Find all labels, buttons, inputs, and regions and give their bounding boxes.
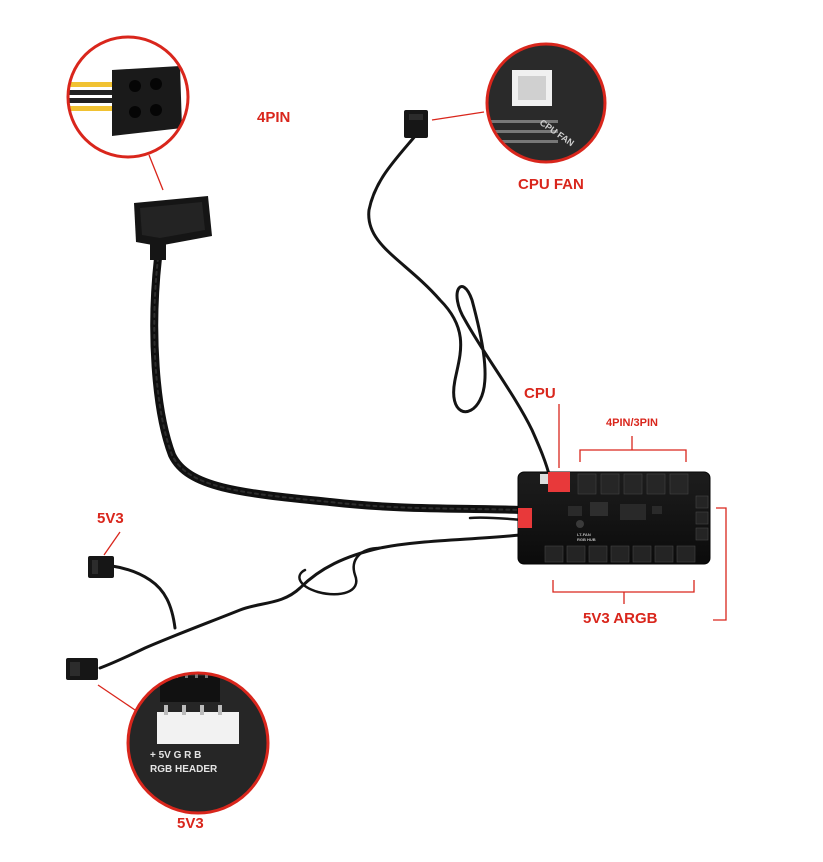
argb-connector-top [88, 556, 114, 578]
molex-cable [150, 254, 524, 514]
hub-board: LT-FAN RGB HUB [517, 471, 711, 565]
cpu-fan-label: CPU FAN [518, 176, 584, 193]
cpu-input-header [548, 472, 570, 492]
molex-cable-sleeve [153, 257, 521, 511]
argb-headers-bottom [544, 545, 696, 563]
argb-cable-main [98, 533, 522, 670]
cables [98, 133, 552, 670]
argb-cable-top-label: 5V3 [97, 510, 124, 527]
molex-connector [134, 196, 212, 260]
argb-cable-loop [298, 546, 382, 596]
argb-ports-label: 5V3 ARGB [583, 610, 658, 627]
rgb-header-inset: + 5V G R B RGB HEADER [126, 671, 270, 815]
svg-text:RGB HUB: RGB HUB [577, 537, 596, 542]
cpu-label: CPU [524, 385, 556, 402]
cpu-fan-inset: CPU FAN [485, 42, 607, 164]
argb-connector-bottom [66, 658, 98, 680]
cpu-fan-connector [404, 110, 428, 138]
molex-inset [66, 35, 190, 159]
svg-text:LT-FAN: LT-FAN [577, 532, 591, 537]
fan-ports-label: 4PIN/3PIN [606, 417, 658, 429]
argb-splitter-branch [110, 564, 177, 630]
fan-headers-top [577, 473, 689, 495]
rgb-pins-silkscreen: + 5V G R B [150, 750, 201, 761]
argb-headers-right [695, 495, 709, 541]
molex-power-label: 4PIN [257, 109, 291, 126]
rgb-header-silkscreen: RGB HEADER [150, 764, 218, 775]
annotation-lines [97, 111, 727, 711]
argb-header-bottom-label: 5V3 [177, 815, 204, 832]
cpu-fan-cable [367, 133, 552, 480]
power-input-header [518, 508, 532, 528]
